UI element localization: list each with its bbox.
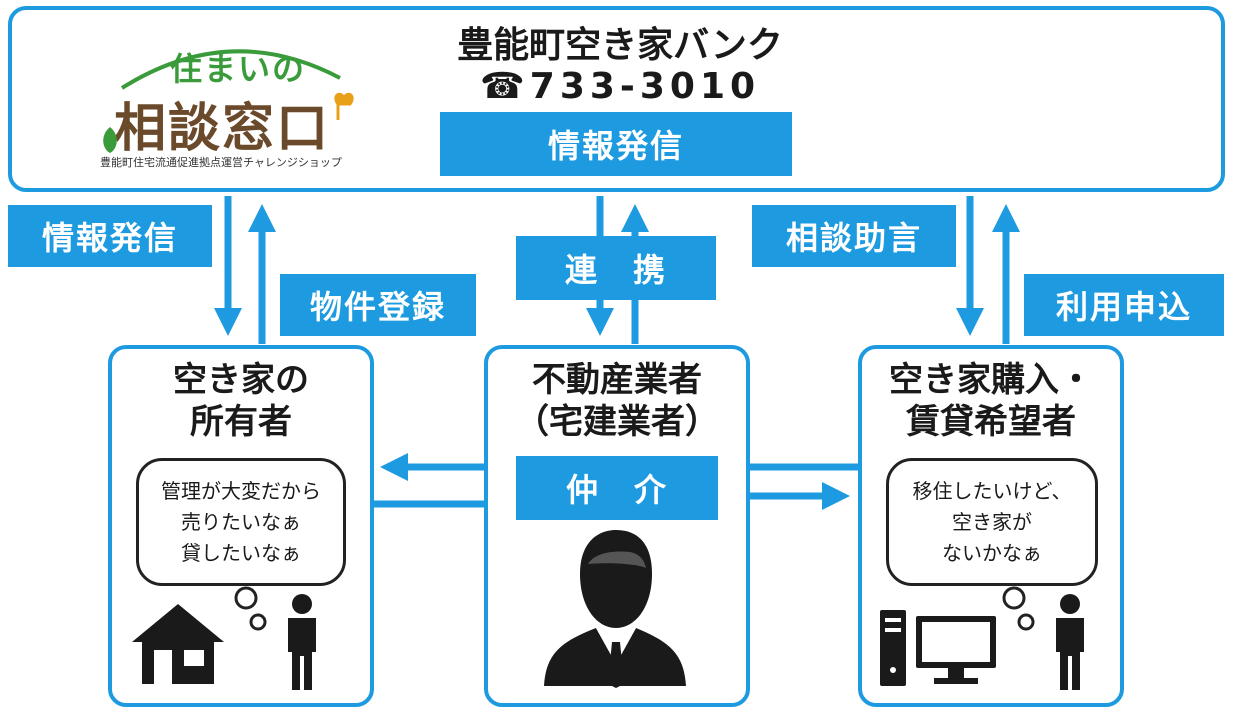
logo-lower-text: 相談窓口 <box>114 99 331 159</box>
owner-title-2: 所有者 <box>190 402 292 442</box>
person-icon <box>1056 594 1084 690</box>
owner-bubble-line: 貸したいなぁ <box>181 540 301 565</box>
phone-icon: ☎ <box>479 66 530 107</box>
label-register: 物件登録 <box>280 274 476 336</box>
page-title: 豊能町空き家バンク <box>457 25 783 66</box>
label-apply: 利用申込 <box>1024 274 1224 336</box>
owner-bubble-line: 管理が大変だから <box>161 478 321 503</box>
buyer-bubble-line: ないかなぁ <box>942 540 1042 565</box>
mediation-badge: 仲 介 <box>516 456 718 520</box>
logo-upper-text: 住まいの <box>170 50 307 88</box>
house-icon <box>132 604 224 684</box>
flower-icon <box>334 92 354 120</box>
agent-title-1: 不動産業者 <box>532 360 702 400</box>
owner-title-1: 空き家の <box>173 360 309 400</box>
thought-dots-icon <box>234 586 267 631</box>
computer-icon <box>880 610 996 686</box>
header-info-badge: 情報発信 <box>440 112 792 176</box>
buyer-title-2: 賃貸希望者 <box>906 402 1076 442</box>
phone-row: ☎733-3010 <box>440 66 800 107</box>
logo-arch-icon <box>120 49 341 90</box>
thought-dots-icon <box>1002 586 1035 631</box>
businessman-icon <box>544 530 686 688</box>
owner-speech-bubble: 管理が大変だから 売りたいなぁ 貸したいなぁ <box>136 458 346 586</box>
buyer-bubble-line: 空き家が <box>952 509 1032 534</box>
agent-title-2: （宅建業者） <box>515 402 719 442</box>
label-advice: 相談助言 <box>752 205 956 267</box>
phone-number: 733-3010 <box>529 66 761 107</box>
label-link: 連 携 <box>516 236 716 300</box>
buyer-bubble-line: 移住したいけど、 <box>912 478 1072 503</box>
buyer-title-1: 空き家購入・ <box>889 360 1093 400</box>
label-info-left: 情報発信 <box>8 205 212 267</box>
leaf-icon <box>103 127 117 153</box>
logo: 住まいの 相談窓口 豊能町住宅流通促進拠点運営チャレンジショップ <box>100 30 370 175</box>
logo-subtitle: 豊能町住宅流通促進拠点運営チャレンジショップ <box>100 156 342 169</box>
owner-bubble-line: 売りたいなぁ <box>181 509 301 534</box>
person-icon <box>288 594 316 690</box>
buyer-speech-bubble: 移住したいけど、 空き家が ないかなぁ <box>886 458 1098 586</box>
